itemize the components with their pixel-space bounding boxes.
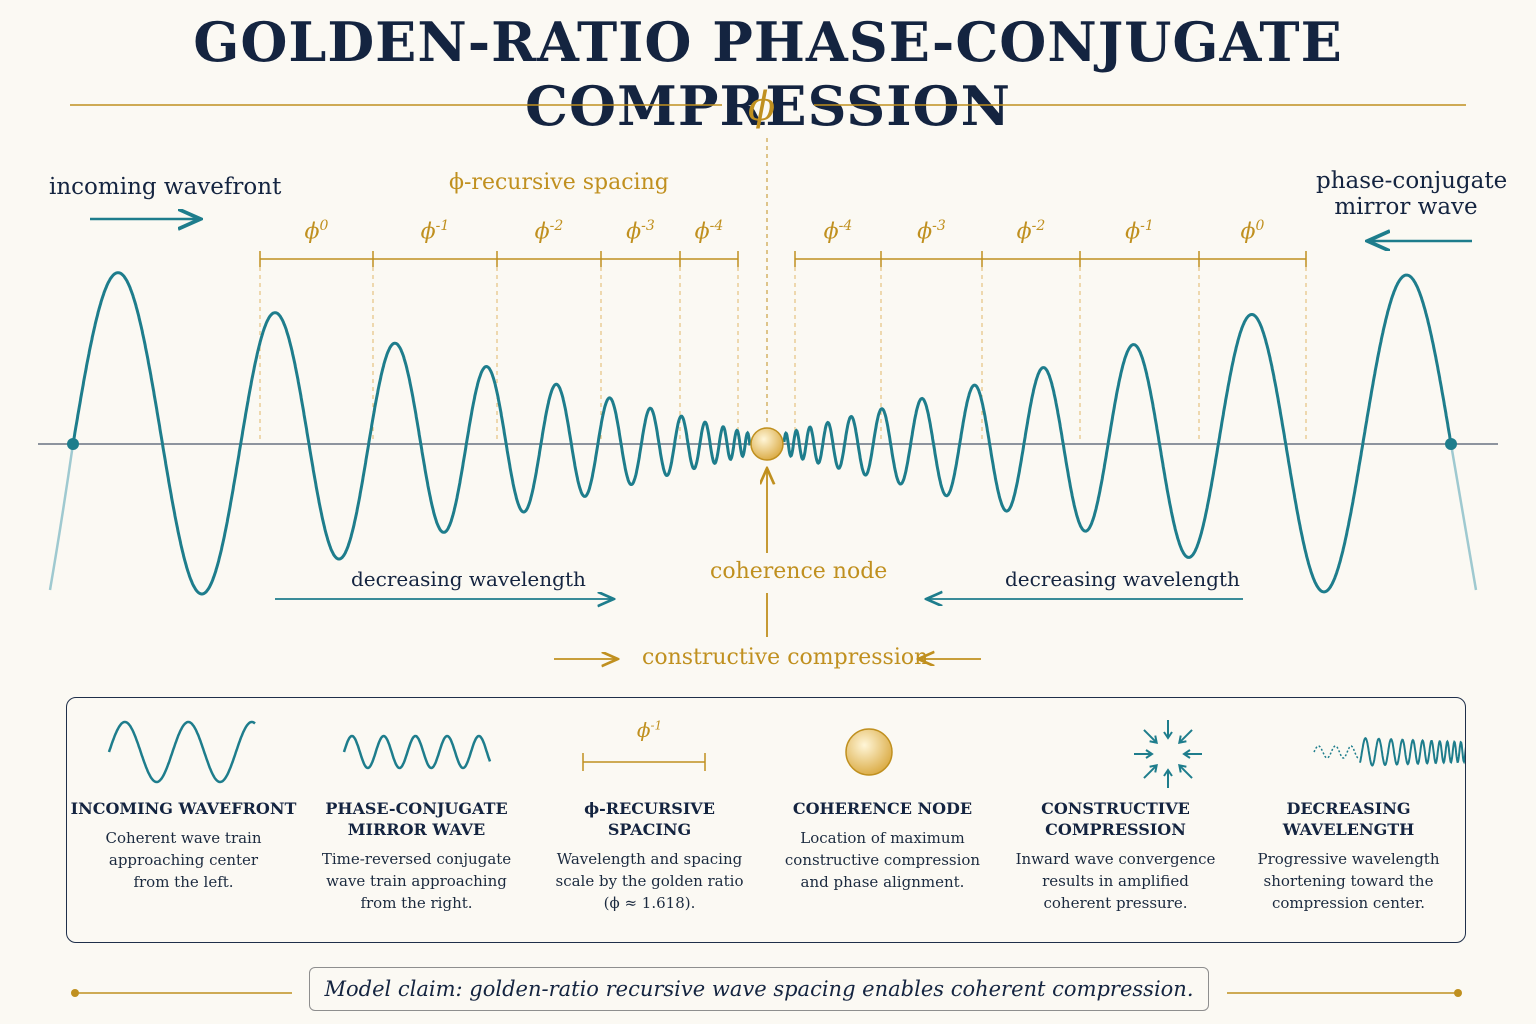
- spacing-label-base: ϕ: [1240, 219, 1256, 245]
- spacing-icon-label: ϕ-1: [636, 718, 663, 742]
- inward-arrows-icon: [1134, 720, 1202, 788]
- spacing-bracket-icon: [582, 753, 706, 771]
- spacing-label-base: ϕ: [626, 219, 642, 245]
- inward-arrowhead: [1163, 731, 1173, 740]
- spacing-label-left-3: ϕ-3: [601, 218, 681, 244]
- incoming-wave-tail: [48, 443, 75, 591]
- spacing-label-base: ϕ: [1016, 219, 1032, 245]
- recursive-spacing-label: ϕ-recursive spacing: [449, 170, 669, 195]
- inward-arrow: [1178, 729, 1193, 744]
- spacing-label-exp: -3: [641, 218, 655, 234]
- decreasing-left-label: decreasing wavelength: [351, 567, 586, 591]
- model-claim: Model claim: golden-ratio recursive wave…: [309, 967, 1209, 1011]
- inward-arrowhead: [1149, 764, 1158, 773]
- decreasing-right-label: decreasing wavelength: [1005, 567, 1240, 591]
- page-title: GOLDEN-RATIO PHASE-CONJUGATE COMPRESSION: [193, 10, 1343, 138]
- spacing-label-exp: -1: [435, 218, 450, 234]
- legend-item-node: COHERENCE NODE Location of maximum const…: [766, 698, 999, 944]
- inward-arrowhead: [1182, 749, 1191, 759]
- legend-title: INCOMING WAVEFRONT: [70, 799, 297, 818]
- spacing-label-right-4: ϕ0: [1213, 218, 1293, 244]
- left-endpoint: [67, 438, 79, 450]
- incoming-wave-icon: [107, 720, 256, 784]
- phi-symbol: ϕ: [748, 84, 776, 130]
- chirp-wave-icon: [1313, 737, 1465, 767]
- coherence-node: [750, 427, 784, 461]
- legend-title: CONSTRUCTIVE COMPRESSION: [1041, 799, 1190, 839]
- spacing-label-left-0: ϕ0: [277, 218, 357, 244]
- spacing-label-base: ϕ: [694, 219, 710, 245]
- incoming-wave: [71, 271, 752, 596]
- spacing-label-right-0: ϕ-4: [798, 218, 878, 244]
- spacing-label-right-3: ϕ-1: [1100, 218, 1180, 244]
- spacing-label-exp: 0: [1255, 218, 1265, 234]
- legend-item-compression: CONSTRUCTIVE COMPRESSION Inward wave con…: [999, 698, 1232, 944]
- spacing-label-base: ϕ: [304, 219, 320, 245]
- spacing-label-exp: 0: [319, 218, 329, 234]
- spacing-label-base: ϕ: [420, 219, 436, 245]
- mirror-label-line1: phase-conjugate: [1316, 168, 1508, 194]
- inward-arrowhead: [1178, 735, 1187, 744]
- spacing-label-left-1: ϕ-1: [395, 218, 475, 244]
- spacing-right-brackets: [794, 251, 1307, 440]
- spacing-label-left-2: ϕ-2: [509, 218, 589, 244]
- spacing-label-base: ϕ: [823, 219, 839, 245]
- legend-item-wavelength: DECREASING WAVELENGTH Progressive wavele…: [1232, 698, 1465, 944]
- legend-desc: Location of maximum constructive compres…: [784, 829, 981, 891]
- legend-title: DECREASING WAVELENGTH: [1282, 799, 1415, 839]
- spacing-label-exp: -1: [1140, 218, 1154, 234]
- legend-desc: Time-reversed conjugate wave train appro…: [321, 850, 512, 912]
- spacing-label-exp: -4: [709, 218, 724, 234]
- coherence-node-label: coherence node: [710, 559, 888, 584]
- incoming-label: incoming wavefront: [49, 174, 282, 200]
- constructive-label: constructive compression: [642, 645, 929, 670]
- spacing-label-left-4: ϕ-4: [669, 218, 749, 244]
- legend-desc: Progressive wavelength shortening toward…: [1257, 850, 1440, 912]
- spacing-label-base: ϕ: [917, 219, 933, 245]
- legend-item-mirror: PHASE-CONJUGATE MIRROR WAVE Time-reverse…: [300, 698, 533, 944]
- legend-desc: Wavelength and spacing scale by the gold…: [555, 850, 744, 912]
- spacing-label-right-2: ϕ-2: [991, 218, 1071, 244]
- legend-title: PHASE-CONJUGATE MIRROR WAVE: [325, 799, 508, 839]
- spacing-label-right-1: ϕ-3: [892, 218, 972, 244]
- legend-desc: Inward wave convergence results in ampli…: [1015, 850, 1216, 912]
- spacing-label-exp: -2: [1031, 218, 1046, 234]
- spacing-label-exp: -4: [838, 218, 853, 234]
- spacing-label-base: ϕ: [534, 219, 550, 245]
- inward-arrow: [1143, 729, 1158, 744]
- legend-desc: Coherent wave train approaching center f…: [105, 829, 262, 891]
- spacing-label-base: ϕ: [1125, 219, 1141, 245]
- spacing-label-exp: -3: [932, 218, 946, 234]
- right-endpoint: [1445, 438, 1457, 450]
- coherence-node-icon: [845, 728, 893, 776]
- inward-arrowhead: [1163, 768, 1173, 777]
- mirror-wave: [782, 273, 1453, 594]
- footer-dot-left: [71, 989, 79, 997]
- footer-dot-right: [1454, 989, 1462, 997]
- legend-title: ϕ-RECURSIVE SPACING: [584, 799, 715, 839]
- mirror-label-line2: mirror wave: [1334, 194, 1478, 220]
- mirror-label: phase-conjugate mirror wave: [1316, 168, 1508, 220]
- inward-arrowhead: [1145, 749, 1154, 759]
- inward-arrowhead: [1149, 735, 1158, 744]
- mirror-wave-tail: [1449, 443, 1478, 591]
- inward-arrowhead: [1178, 764, 1187, 773]
- spacing-left-brackets: [259, 251, 739, 440]
- legend-panel: INCOMING WAVEFRONT Coherent wave train a…: [66, 697, 1466, 943]
- legend-item-spacing: ϕ-1 ϕ-RECURSIVE SPACING Wavelength and s…: [533, 698, 766, 944]
- inward-arrow: [1178, 764, 1193, 779]
- legend-title: COHERENCE NODE: [792, 799, 973, 818]
- mirror-wave-icon: [342, 734, 492, 770]
- spacing-label-exp: -2: [549, 218, 564, 234]
- legend-item-incoming: INCOMING WAVEFRONT Coherent wave train a…: [67, 698, 300, 944]
- inward-arrow: [1143, 764, 1158, 779]
